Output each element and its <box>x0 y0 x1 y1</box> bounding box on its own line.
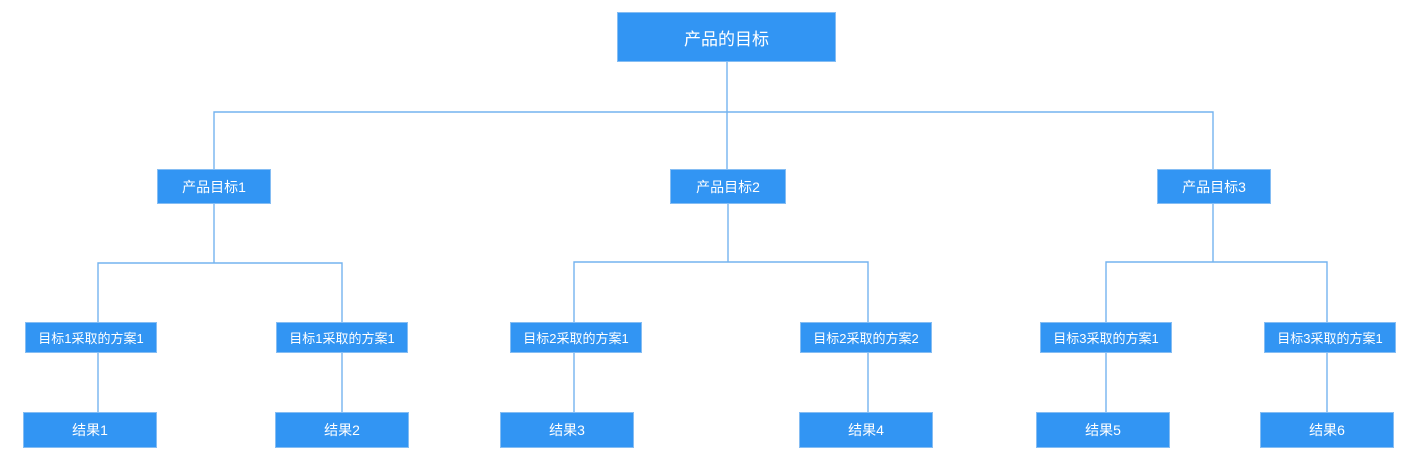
node-goal-1[interactable]: 产品目标1 <box>157 169 271 204</box>
node-plan-6[interactable]: 目标3采取的方案1 <box>1264 322 1396 353</box>
node-result-6[interactable]: 结果6 <box>1260 412 1394 448</box>
node-plan-4[interactable]: 目标2采取的方案2 <box>800 322 932 353</box>
node-plan-5[interactable]: 目标3采取的方案1 <box>1040 322 1172 353</box>
connector-goal2-span <box>573 261 869 322</box>
node-plan-2[interactable]: 目标1采取的方案1 <box>276 322 408 353</box>
connector-goal1-span <box>97 262 343 322</box>
connector-goal3-span <box>1105 261 1328 322</box>
node-goal-3[interactable]: 产品目标3 <box>1157 169 1271 204</box>
node-plan-1[interactable]: 目标1采取的方案1 <box>25 322 157 353</box>
node-result-3[interactable]: 结果3 <box>500 412 634 448</box>
node-goal-2[interactable]: 产品目标2 <box>670 169 786 204</box>
node-plan-3[interactable]: 目标2采取的方案1 <box>510 322 642 353</box>
node-result-2[interactable]: 结果2 <box>275 412 409 448</box>
node-result-4[interactable]: 结果4 <box>799 412 933 448</box>
node-result-1[interactable]: 结果1 <box>23 412 157 448</box>
node-product-goal-root[interactable]: 产品的目标 <box>617 12 836 62</box>
node-result-5[interactable]: 结果5 <box>1036 412 1170 448</box>
connector-root-span <box>213 111 1214 169</box>
